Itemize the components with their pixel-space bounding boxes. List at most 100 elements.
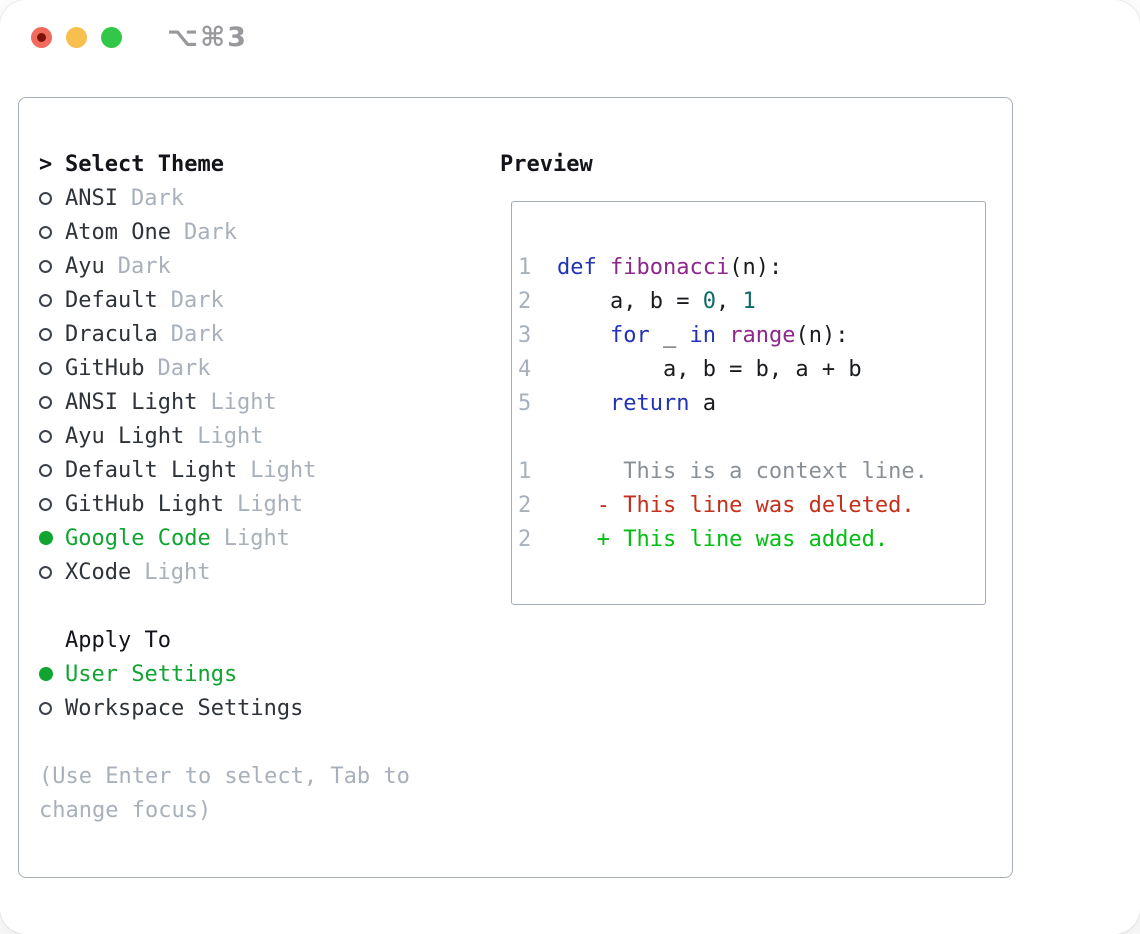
theme-variant: Dark: [117, 253, 171, 279]
radio-col: [39, 395, 65, 409]
radio-col: [39, 327, 65, 341]
radio-icon: [39, 463, 52, 477]
code-segment: in: [689, 322, 716, 348]
apply-to-option[interactable]: User Settings: [39, 657, 489, 691]
theme-name: Google Code: [65, 525, 211, 551]
cursor-icon: >: [39, 151, 53, 177]
apply-to-title: Apply To: [65, 627, 171, 653]
code-segment: a, b =: [557, 288, 703, 314]
radio-icon: [39, 497, 52, 511]
radio-icon: [39, 259, 52, 273]
line-number: 2: [518, 526, 532, 552]
theme-variant: Dark: [183, 219, 237, 245]
theme-name: GitHub: [65, 355, 145, 381]
theme-name: Atom One: [65, 219, 171, 245]
spacer: [39, 589, 489, 623]
radio-icon: [39, 191, 52, 205]
code-segment: [557, 391, 610, 416]
radio-col: [39, 531, 65, 545]
line-number: 3: [518, 322, 532, 348]
theme-option[interactable]: GitHub Light Light: [39, 487, 489, 521]
preview-line: 1 This is a context line.: [512, 454, 985, 488]
theme-variant: Light: [236, 491, 304, 517]
code-text: + This line was added.: [557, 527, 888, 552]
radio-icon: [39, 395, 52, 409]
close-dot-icon: [37, 33, 46, 42]
code-segment: [597, 255, 610, 280]
zoom-button[interactable]: [101, 27, 122, 48]
spacer: [39, 725, 489, 759]
hint-text: (Use Enter to select, Tab to: [39, 763, 410, 789]
code-text: - This line was deleted.: [557, 493, 915, 518]
radio-icon: [39, 429, 52, 443]
radio-col: [39, 463, 65, 477]
radio-icon: [39, 225, 52, 239]
radio-col: [39, 429, 65, 443]
radio-icon: [39, 565, 52, 579]
preview-line: [512, 420, 985, 454]
preview-line: 2 + This line was added.: [512, 522, 985, 556]
radio-selected-icon: [39, 667, 53, 681]
radio-col: [39, 361, 65, 375]
theme-option[interactable]: Default Dark: [39, 283, 489, 317]
code-segment: 1: [742, 288, 756, 314]
code-text: for _ in range(n):: [557, 323, 848, 348]
preview-line: 4 a, b = b, a + b: [512, 352, 985, 386]
minimize-button[interactable]: [66, 27, 87, 48]
theme-variant: Light: [197, 423, 264, 449]
code-segment: ,: [715, 288, 743, 314]
line-number: 5: [518, 390, 532, 416]
line-number: 1: [518, 458, 532, 484]
radio-selected-icon: [39, 531, 53, 545]
apply-to-name: Workspace Settings: [65, 695, 304, 721]
line-number: 4: [518, 356, 532, 382]
theme-variant: Light: [250, 457, 317, 483]
code-segment: - This line was deleted.: [557, 492, 915, 518]
theme-variant: Dark: [170, 287, 224, 313]
theme-variant: Light: [144, 559, 211, 585]
code-text: This is a context line.: [557, 459, 928, 484]
code-segment: fibonacci: [610, 254, 730, 280]
code-text: a, b = b, a + b: [557, 357, 862, 382]
apply-to-header: Apply To: [39, 623, 489, 657]
radio-col: [39, 259, 65, 273]
line-number: 1: [518, 254, 532, 280]
theme-name: Dracula: [65, 321, 158, 347]
theme-name: GitHub Light: [65, 491, 224, 517]
theme-option[interactable]: Atom One Dark: [39, 215, 489, 249]
radio-col: [39, 667, 65, 681]
code-segment: return: [609, 390, 690, 416]
code-segment: a, b = b, a + b: [557, 356, 862, 382]
radio-icon: [39, 361, 52, 375]
window-title: ⌥⌘3: [167, 22, 248, 53]
code-segment: _: [649, 322, 690, 348]
code-text: def fibonacci(n):: [557, 255, 782, 280]
theme-list-header: >Select Theme: [39, 147, 489, 181]
preview-line: 5 return a: [512, 386, 985, 420]
code-segment: for: [609, 322, 650, 348]
apply-to-option[interactable]: Workspace Settings: [39, 691, 489, 725]
line-number: 2: [518, 492, 532, 518]
preview-line: 2 a, b = 0, 1: [512, 284, 985, 318]
theme-name: Default: [65, 287, 158, 313]
hint-text: change focus): [39, 797, 212, 823]
preview-code: 1 def fibonacci(n): 2 a, b = 0, 1 3 for _ i…: [512, 250, 985, 556]
code-segment: (n):: [795, 322, 849, 348]
close-button[interactable]: [31, 27, 52, 48]
radio-col: [39, 225, 65, 239]
preview-box: 1 def fibonacci(n): 2 a, b = 0, 1 3 for _ i…: [511, 201, 986, 605]
code-segment: + This line was added.: [557, 526, 889, 552]
code-segment: [716, 323, 729, 348]
radio-col: [39, 565, 65, 579]
